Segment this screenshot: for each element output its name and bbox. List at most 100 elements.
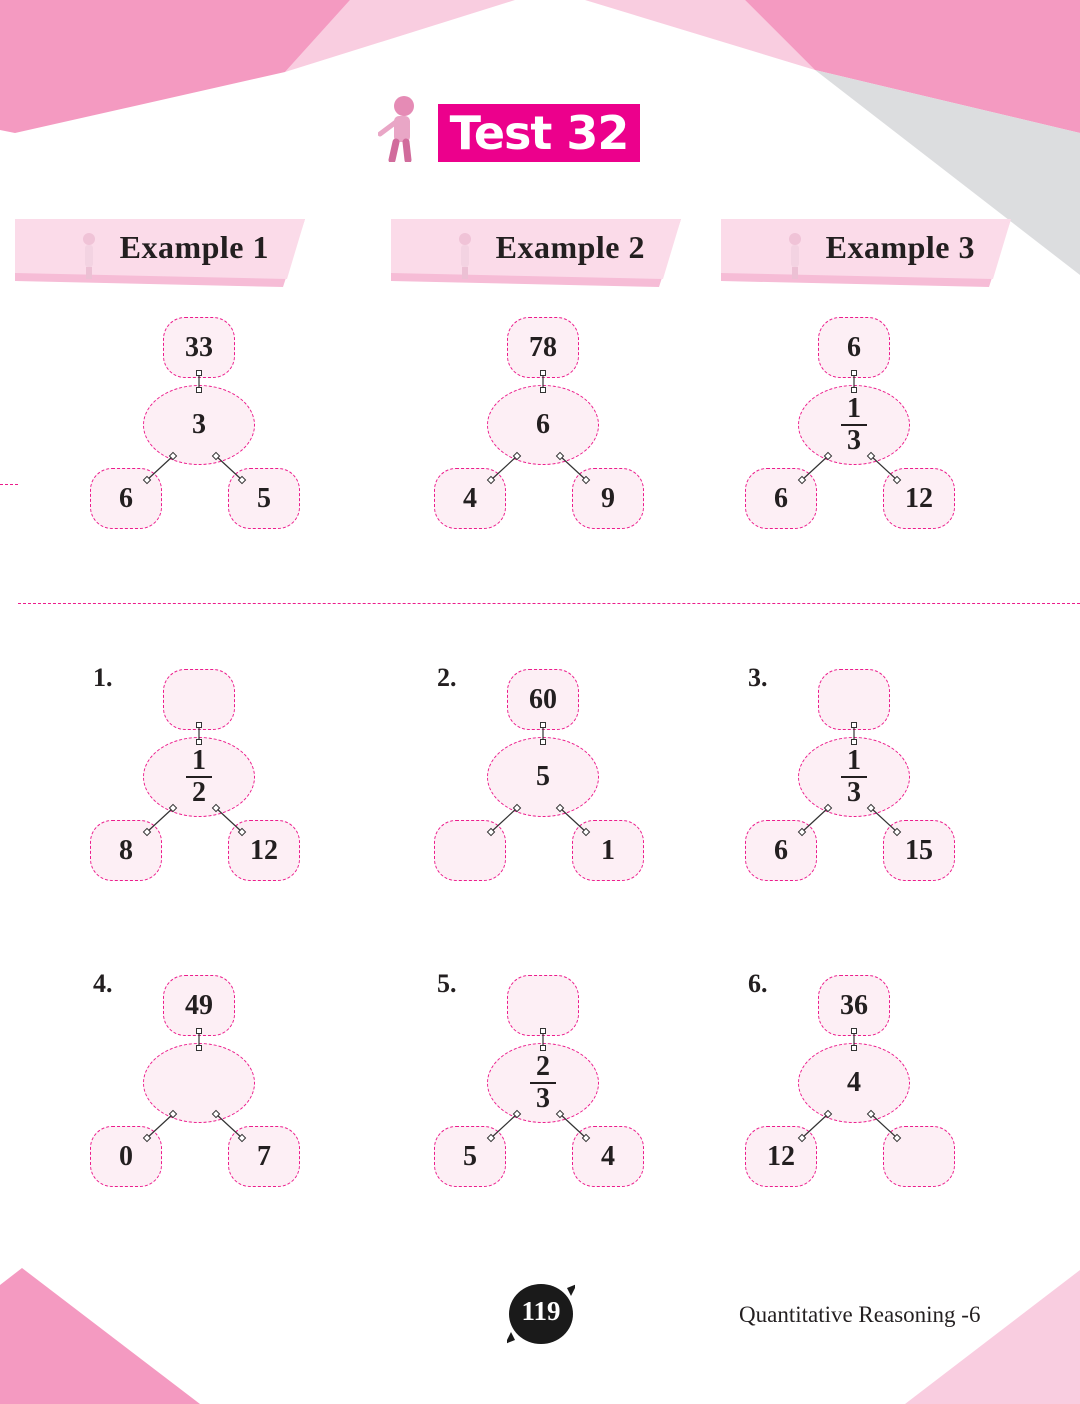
numerator: 1 — [192, 745, 206, 776]
fraction-bar — [186, 776, 212, 778]
mascot-girl-icon — [378, 96, 414, 162]
question-number: 6. — [748, 969, 768, 998]
mascot-mini-icon — [789, 233, 801, 279]
left-value: 6 — [774, 834, 788, 866]
top-value: 6 — [847, 331, 861, 363]
example-banner: Example 1 — [15, 219, 307, 287]
numerator: 1 — [847, 745, 861, 776]
left-value: 5 — [463, 1140, 477, 1172]
top-node[interactable] — [163, 669, 235, 730]
left-value: 4 — [463, 482, 477, 514]
left-node: 5 — [434, 1126, 506, 1187]
left-node: 12 — [745, 1126, 817, 1187]
center-value: 5 — [536, 761, 550, 792]
top-value: 60 — [529, 683, 557, 715]
page-number: 119 — [521, 1296, 561, 1326]
connector-lines — [486, 1028, 591, 1143]
question-number: 2. — [437, 663, 457, 692]
section-divider — [18, 603, 1080, 604]
top-node: 49 — [163, 975, 235, 1036]
example-banner: Example 3 — [721, 219, 1013, 287]
example-label: Example 1 — [119, 229, 269, 265]
top-value: 78 — [529, 331, 557, 363]
fraction-bar — [530, 1082, 556, 1084]
divider-stub — [0, 484, 18, 485]
example-banner: Example 2 — [391, 219, 683, 287]
top-node: 36 — [818, 975, 890, 1036]
top-value: 49 — [185, 989, 213, 1021]
right-node[interactable] — [883, 1126, 955, 1187]
number-tree: 36 4 12 — [735, 975, 975, 1195]
number-tree: 78 6 4 9 — [424, 317, 664, 537]
left-node: 6 — [745, 468, 817, 529]
page-number-badge: 119 — [505, 1282, 577, 1346]
fraction-bar — [841, 776, 867, 778]
denominator: 3 — [847, 777, 861, 808]
center-value: 4 — [847, 1067, 861, 1098]
numerator: 1 — [847, 393, 861, 424]
center-node: 5 — [487, 737, 599, 817]
mascot-mini-icon — [459, 233, 471, 279]
top-value: 36 — [840, 989, 868, 1021]
top-node: 6 — [818, 317, 890, 378]
connector-lines — [142, 1028, 247, 1143]
left-value: 0 — [119, 1140, 133, 1172]
top-value: 33 — [185, 331, 213, 363]
connector-lines — [142, 370, 247, 485]
top-node[interactable] — [818, 669, 890, 730]
example-label: Example 3 — [825, 229, 975, 265]
denominator: 3 — [536, 1083, 550, 1114]
left-node: 6 — [745, 820, 817, 881]
question-number: 5. — [437, 969, 457, 998]
left-node[interactable] — [434, 820, 506, 881]
right-value: 1 — [601, 834, 615, 866]
connector-lines — [486, 722, 591, 837]
denominator: 2 — [192, 777, 206, 808]
right-value: 15 — [905, 834, 933, 866]
question-number: 1. — [93, 663, 113, 692]
top-node[interactable] — [507, 975, 579, 1036]
center-value: 6 — [536, 409, 550, 440]
connector-lines — [486, 370, 591, 485]
connector-lines — [142, 722, 247, 837]
left-value: 6 — [774, 482, 788, 514]
right-value: 12 — [905, 482, 933, 514]
left-value: 6 — [119, 482, 133, 514]
top-node: 33 — [163, 317, 235, 378]
left-value: 8 — [119, 834, 133, 866]
right-node: 12 — [883, 468, 955, 529]
denominator: 3 — [847, 425, 861, 456]
right-node: 12 — [228, 820, 300, 881]
right-value: 5 — [257, 482, 271, 514]
mascot-mini-icon — [83, 233, 95, 279]
number-tree: 60 5 1 — [424, 669, 664, 889]
left-value: 12 — [767, 1140, 795, 1172]
left-node: 4 — [434, 468, 506, 529]
top-node: 60 — [507, 669, 579, 730]
right-value: 12 — [250, 834, 278, 866]
center-node: 6 — [487, 385, 599, 465]
right-value: 9 — [601, 482, 615, 514]
connector-lines — [797, 1028, 902, 1143]
number-tree: 49 0 7 — [80, 975, 320, 1195]
left-node: 6 — [90, 468, 162, 529]
fraction-bar — [841, 424, 867, 426]
right-value: 7 — [257, 1140, 271, 1172]
question-number: 3. — [748, 663, 768, 692]
center-value: 3 — [192, 409, 206, 440]
